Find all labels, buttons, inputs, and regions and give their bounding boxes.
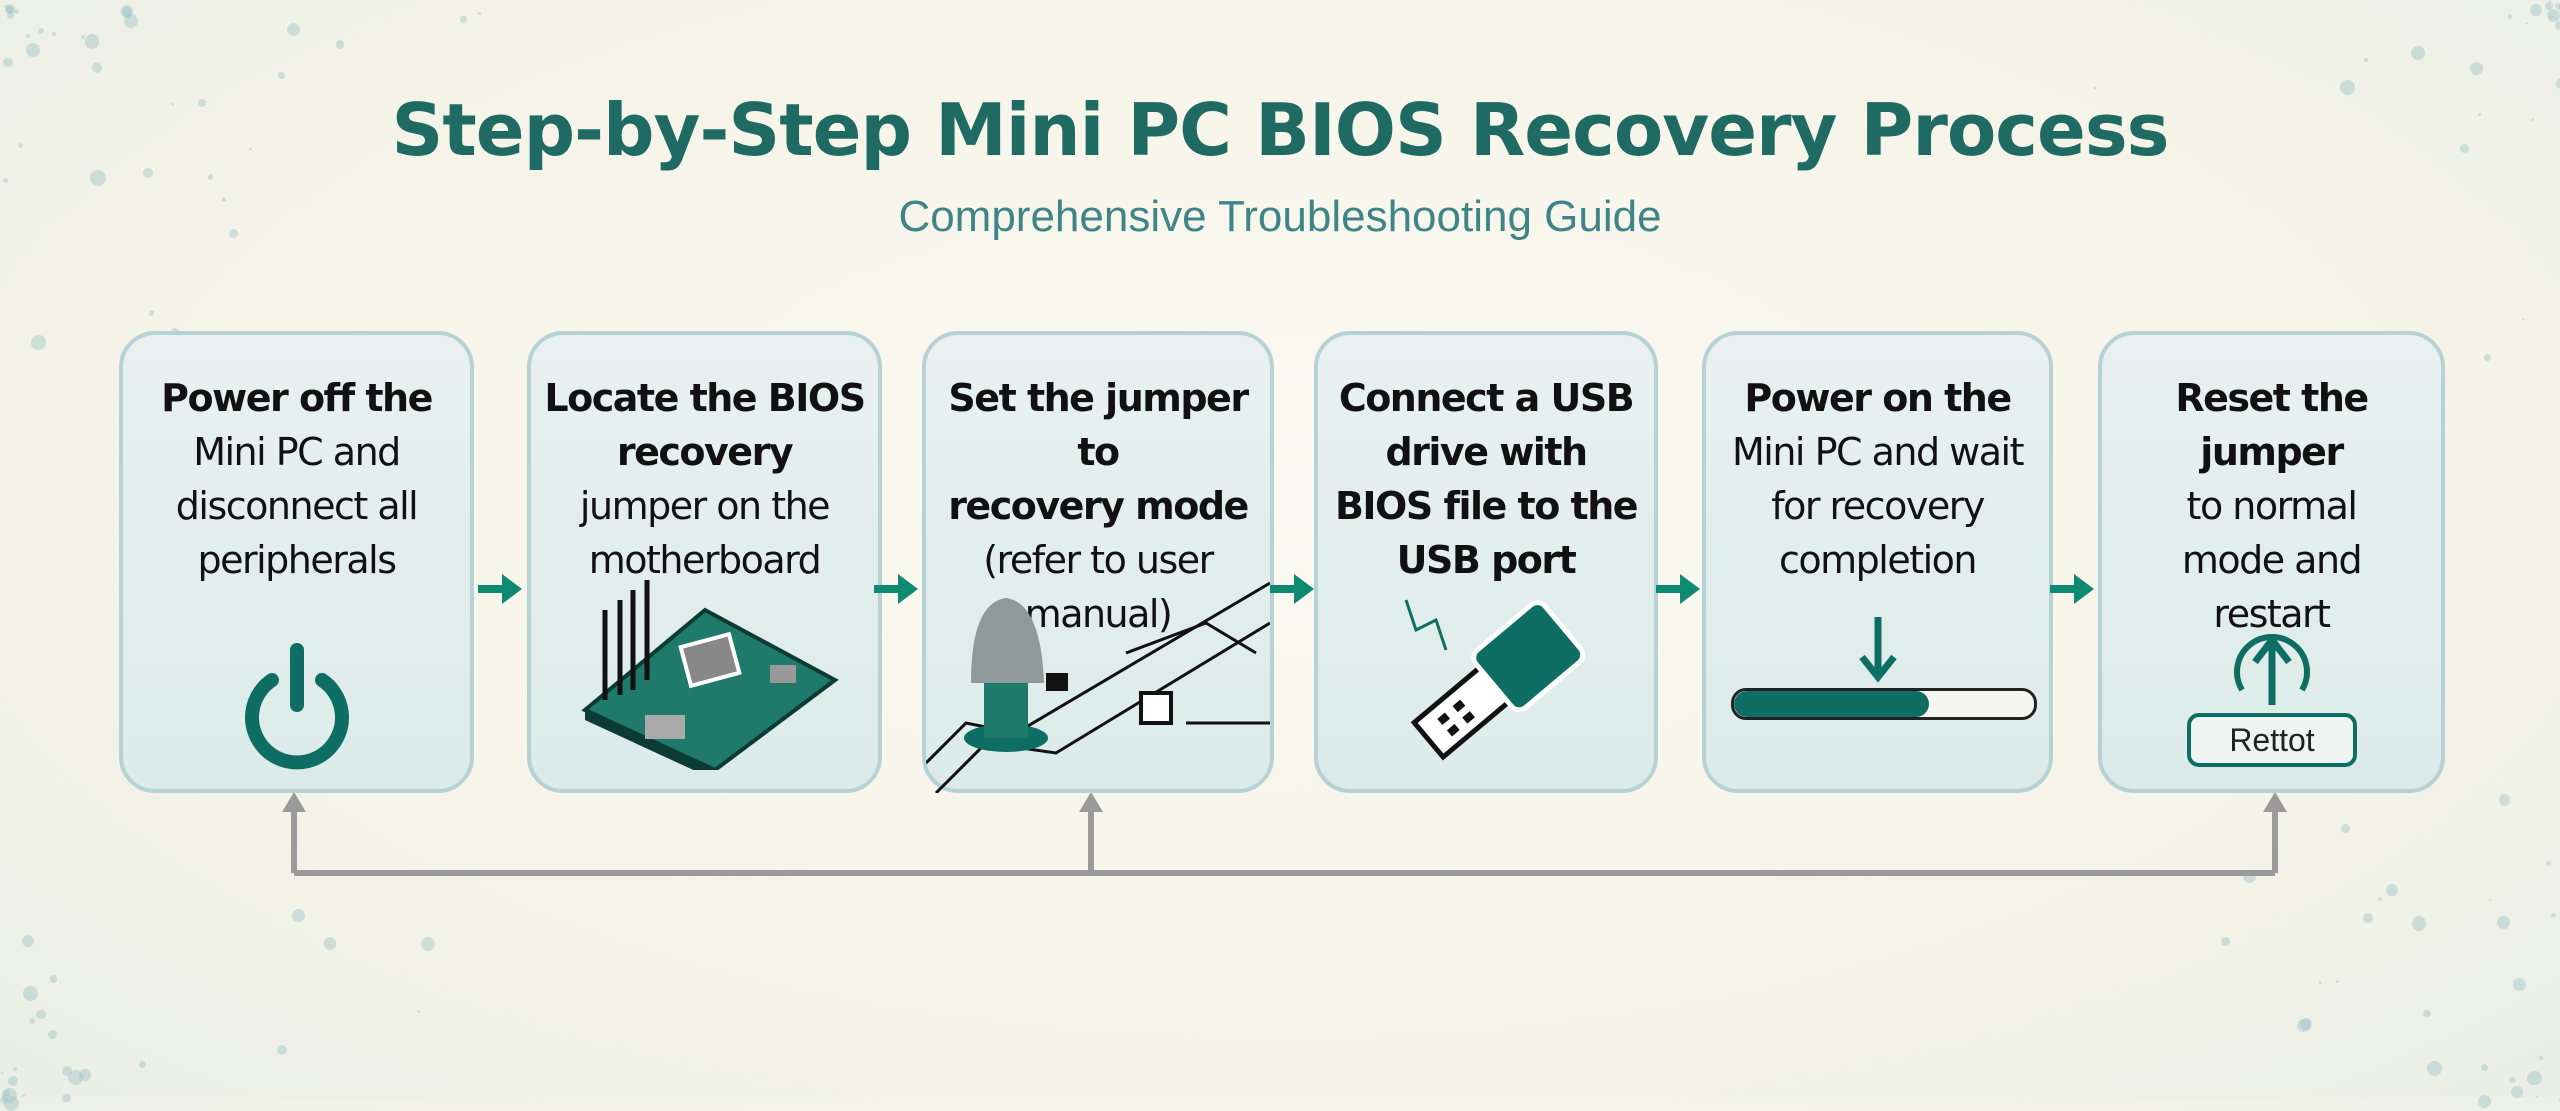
step-card-4: Connect a USB drive with BIOS file to th… bbox=[1314, 331, 1658, 793]
step-line: to normal bbox=[2112, 479, 2431, 533]
step-line: jumper on the bbox=[541, 479, 868, 533]
usb-drive-icon bbox=[1386, 590, 1586, 770]
arrow-right-icon bbox=[478, 574, 522, 604]
step-line: mode and bbox=[2112, 533, 2431, 587]
step-line: Set the jumper to bbox=[936, 371, 1260, 479]
arrow-right-icon bbox=[2050, 574, 2094, 604]
step-card-6: Reset the jumper to normal mode and rest… bbox=[2098, 331, 2445, 793]
arrow-right-icon bbox=[874, 574, 918, 604]
step-card-3: Set the jumper to recovery mode (refer t… bbox=[922, 331, 1274, 793]
arrow-right-icon bbox=[1270, 574, 1314, 604]
step-card-2: Locate the BIOS recovery jumper on the m… bbox=[527, 331, 882, 793]
step-line: Power on the bbox=[1716, 371, 2039, 425]
step-card-5: Power on the Mini PC and wait for recove… bbox=[1702, 331, 2053, 793]
restart-button[interactable]: Rettot bbox=[2187, 713, 2357, 767]
step-text: Connect a USB drive with BIOS file to th… bbox=[1328, 371, 1644, 587]
restart-icon bbox=[2227, 620, 2317, 710]
step-text: Locate the BIOS recovery jumper on the m… bbox=[541, 371, 868, 587]
step-text: Power on the Mini PC and wait for recove… bbox=[1716, 371, 2039, 587]
step-line: Connect a USB bbox=[1328, 371, 1644, 425]
jumper-icon bbox=[926, 563, 1270, 793]
progress-fill bbox=[1734, 691, 1929, 717]
step-text: Power off the Mini PC and disconnect all… bbox=[133, 371, 460, 587]
step-card-1: Power off the Mini PC and disconnect all… bbox=[119, 331, 474, 793]
step-line: Mini PC and wait bbox=[1716, 425, 2039, 479]
step-text: Reset the jumper to normal mode and rest… bbox=[2112, 371, 2431, 641]
step-line: Locate the BIOS bbox=[541, 371, 868, 425]
step-line: for recovery bbox=[1716, 479, 2039, 533]
step-line: disconnect all bbox=[133, 479, 460, 533]
step-line: recovery bbox=[541, 425, 868, 479]
arrow-right-icon bbox=[1656, 574, 1700, 604]
step-line: Mini PC and bbox=[133, 425, 460, 479]
step-line: recovery mode bbox=[936, 479, 1260, 533]
download-arrow-icon bbox=[1858, 615, 1898, 685]
step-line: Power off the bbox=[133, 371, 460, 425]
step-line: Reset the jumper bbox=[2112, 371, 2431, 479]
step-line: USB port bbox=[1328, 533, 1644, 587]
step-line: peripherals bbox=[133, 533, 460, 587]
power-icon bbox=[237, 640, 357, 770]
step-line: completion bbox=[1716, 533, 2039, 587]
motherboard-icon bbox=[565, 570, 845, 770]
step-line: drive with bbox=[1328, 425, 1644, 479]
step-line: BIOS file to the bbox=[1328, 479, 1644, 533]
recovery-progress-bar bbox=[1731, 688, 2037, 720]
